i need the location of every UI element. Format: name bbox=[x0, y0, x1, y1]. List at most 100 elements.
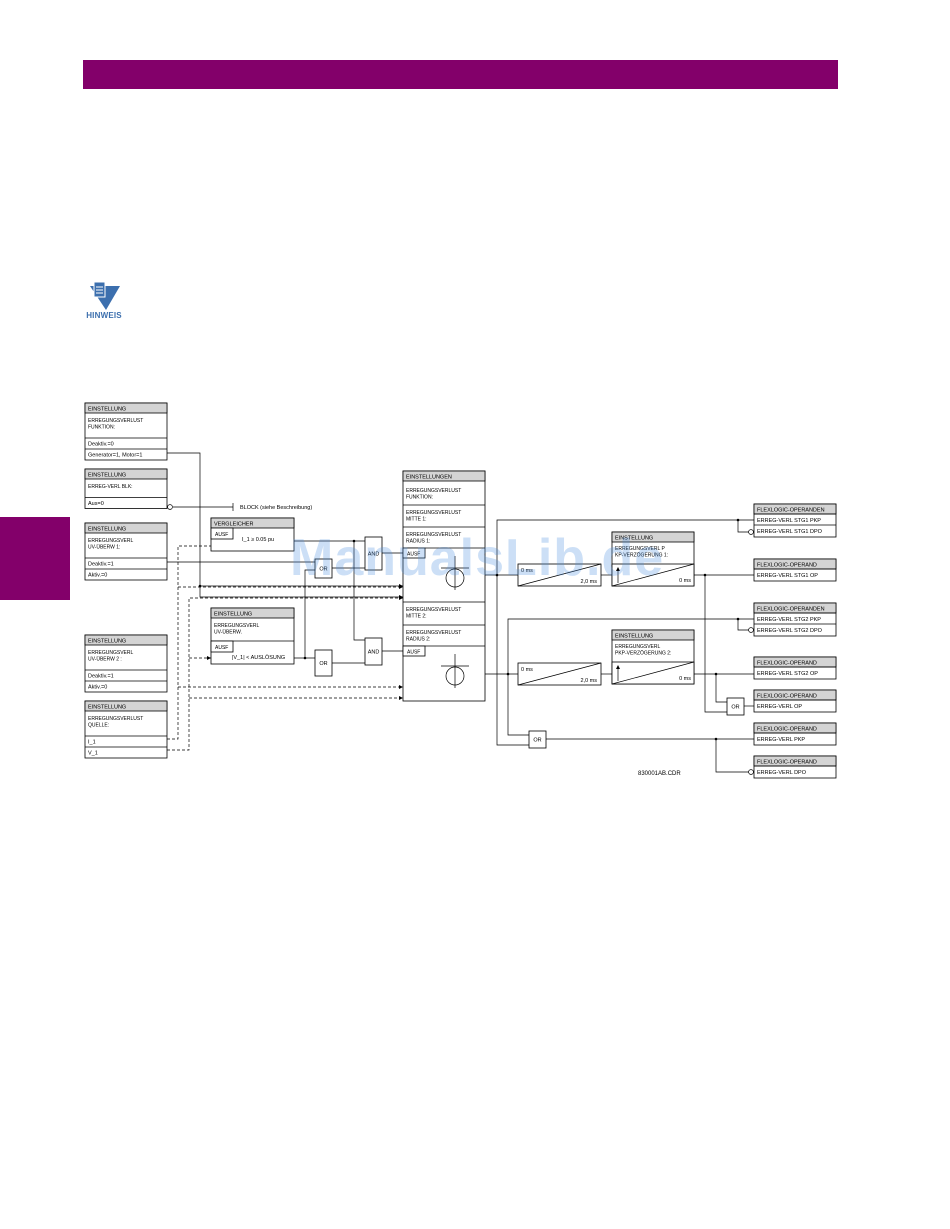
operand-box-3-row: ERREG-VERL STG2 DPO bbox=[757, 628, 823, 634]
inverter-bubble bbox=[748, 627, 754, 633]
setting-function-header-text: EINSTELLUNG bbox=[88, 407, 126, 413]
setting-uv2-row: Deaktiv.=1 bbox=[88, 674, 114, 680]
operand-box-2-row: ERREG-VERL STG1 OP bbox=[757, 573, 818, 579]
timer-stage1-t0: 0 ms bbox=[521, 568, 533, 574]
or-gate-2-label: OR bbox=[319, 661, 327, 667]
setting-block-title: ERREG-VERL BLK: bbox=[88, 484, 133, 490]
timer-stage2-t0: 0 ms bbox=[521, 667, 533, 673]
uv-supervision-ausf-text: AUSF bbox=[215, 645, 228, 651]
or-gate-4-label: OR bbox=[533, 738, 541, 744]
setting-block-row: Aus=0 bbox=[88, 501, 104, 507]
operand-box-1-row: ERREG-VERL STG1 PKP bbox=[757, 518, 821, 524]
uv-supervision-header-text: EINSTELLUNG bbox=[214, 612, 252, 618]
impedance-section: ERREGUNGSVERLUST bbox=[406, 630, 461, 636]
and-gate-2 bbox=[364, 637, 383, 666]
inverter-bubble bbox=[167, 504, 173, 510]
operand-box-1-row: ERREG-VERL STG1 DPO bbox=[757, 529, 823, 535]
chapter-tab bbox=[0, 517, 70, 600]
connector bbox=[167, 452, 403, 598]
setting-source-row: I_1 bbox=[88, 740, 96, 746]
impedance-section: FUNKTION: bbox=[406, 495, 433, 501]
impedance-section: MITTE 2: bbox=[406, 614, 427, 620]
uv-supervision-title: UV-ÜBERW. bbox=[214, 629, 242, 636]
and-gate-2-label: AND bbox=[368, 650, 380, 656]
comparator-ausf-text: AUSF bbox=[215, 532, 228, 538]
timer-ramp bbox=[517, 662, 602, 686]
setting-source-header bbox=[84, 700, 168, 712]
operand-box-3-header-text: FLEXLOGIC-OPERANDEN bbox=[757, 607, 825, 613]
pickup-delay-2-header-text: EINSTELLUNG bbox=[615, 634, 653, 640]
note-hand-icon bbox=[90, 281, 120, 310]
impedance-section: ERREGUNGSVERLUST bbox=[406, 510, 461, 516]
setting-source-header-text: EINSTELLUNG bbox=[88, 705, 126, 711]
setting-uv1-header-text: EINSTELLUNG bbox=[88, 527, 126, 533]
inverter-bubble bbox=[748, 529, 754, 535]
or-gate-4 bbox=[528, 730, 547, 749]
setting-function-header bbox=[84, 402, 168, 414]
setting-function-title: ERREGUNGSVERLUST bbox=[88, 418, 143, 424]
setting-block-header bbox=[84, 468, 168, 480]
operand-box-4-row: ERREG-VERL STG2 OP bbox=[757, 671, 818, 677]
connector bbox=[737, 520, 751, 533]
arrow-head bbox=[399, 685, 403, 689]
block-label: BLOCK (siehe Beschreibung) bbox=[240, 505, 312, 511]
pickup-delay-2-header bbox=[611, 629, 695, 641]
connector bbox=[715, 739, 751, 773]
impedance-ausf-text: AUSF bbox=[407, 552, 420, 558]
operand-box-7-header-text: FLEXLOGIC-OPERAND bbox=[757, 760, 817, 766]
uv-supervision-condition: |V_1| < AUSLÖSUNG bbox=[232, 654, 285, 661]
impedance-ausf-text: AUSF bbox=[407, 650, 420, 656]
connector bbox=[353, 541, 365, 641]
connector bbox=[496, 519, 754, 575]
setting-uv2-title: UV-ÜBERW 2 : bbox=[88, 656, 122, 663]
comparator-header-text: VERGLEICHER bbox=[214, 522, 253, 528]
arrow-head bbox=[399, 585, 403, 589]
timer-stage2-t1: 2,0 ms bbox=[580, 678, 597, 684]
setting-uv2-row: Aktiv.=0 bbox=[88, 685, 107, 691]
operand-box-2-header-text: FLEXLOGIC-OPERAND bbox=[757, 563, 817, 569]
setting-source-title: ERREGUNGSVERLUST bbox=[88, 716, 143, 722]
setting-function-row: Generator=1, Motor=1 bbox=[88, 453, 142, 459]
timer-ramp bbox=[611, 563, 695, 587]
connector bbox=[167, 545, 211, 740]
pickup-arrow-head bbox=[616, 665, 620, 669]
setting-block-header-text: EINSTELLUNG bbox=[88, 473, 126, 479]
impedance-section: ERREGUNGSVERLUST bbox=[406, 488, 461, 494]
pickup-delay-1-title: KP-VERZÖGERUNG 1: bbox=[615, 552, 668, 559]
and-gate-1-label: AND bbox=[368, 552, 380, 558]
watermark: ManualsLib.de bbox=[290, 529, 665, 587]
connector bbox=[715, 674, 727, 703]
operand-box-6-header-text: FLEXLOGIC-OPERAND bbox=[757, 727, 817, 733]
setting-function-row: Deaktiv.=0 bbox=[88, 442, 114, 448]
setting-uv2-header-text: EINSTELLUNG bbox=[88, 639, 126, 645]
connector bbox=[704, 575, 727, 713]
setting-uv1-row: Deaktiv.=1 bbox=[88, 562, 114, 568]
uv-supervision-title: ERREGUNGSVERL bbox=[214, 623, 260, 629]
pickup-delay-2-t1: 0 ms bbox=[679, 676, 691, 682]
setting-uv1-title: ERREGUNGSVERL bbox=[88, 538, 134, 544]
pickup-delay-1-header bbox=[611, 531, 695, 543]
pickup-delay-1-t1: 0 ms bbox=[679, 578, 691, 584]
header-band bbox=[83, 60, 838, 89]
uv-supervision-ausf bbox=[210, 640, 234, 653]
uv-supervision-header bbox=[210, 607, 295, 619]
pickup-delay-1-header-text: EINSTELLUNG bbox=[615, 536, 653, 542]
comparator-ausf bbox=[210, 527, 234, 540]
operand-box-3-row: ERREG-VERL STG2 PKP bbox=[757, 617, 821, 623]
impedance-settings-box bbox=[402, 470, 486, 702]
setting-uv1-header bbox=[84, 522, 168, 534]
setting-source-row: V_1 bbox=[88, 751, 98, 757]
connector bbox=[304, 569, 315, 658]
comparator-header bbox=[210, 517, 295, 529]
impedance-section: MITTE 1: bbox=[406, 517, 427, 523]
setting-uv2-header bbox=[84, 634, 168, 646]
setting-function-title: FUNKTION: bbox=[88, 425, 115, 431]
arrow-head bbox=[399, 696, 403, 700]
junction bbox=[303, 656, 307, 660]
operand-box-5-header-text: FLEXLOGIC-OPERAND bbox=[757, 694, 817, 700]
operand-box-6-row: ERREG-VERL PKP bbox=[757, 737, 805, 743]
setting-uv1-title: UV-ÜBERW 1: bbox=[88, 544, 120, 551]
setting-uv2-title: ERREGUNGSVERL bbox=[88, 650, 134, 656]
connector bbox=[507, 674, 529, 736]
